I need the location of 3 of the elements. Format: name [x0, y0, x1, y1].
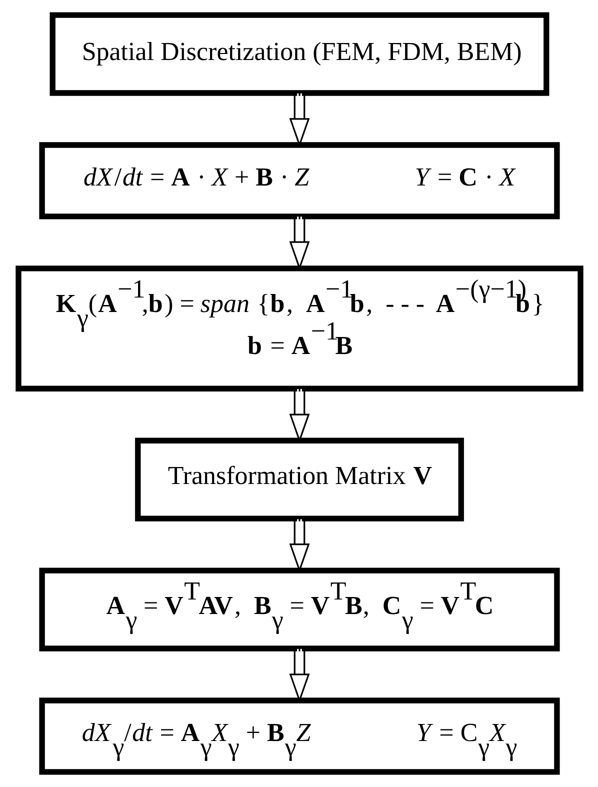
node-box: dX/dt = A · X + B · Z Y = C · X	[38, 142, 560, 220]
node-box: Transformation Matrix V	[134, 438, 464, 522]
node-box: Spatial Discretization (FEM, FDM, BEM)	[49, 12, 549, 96]
